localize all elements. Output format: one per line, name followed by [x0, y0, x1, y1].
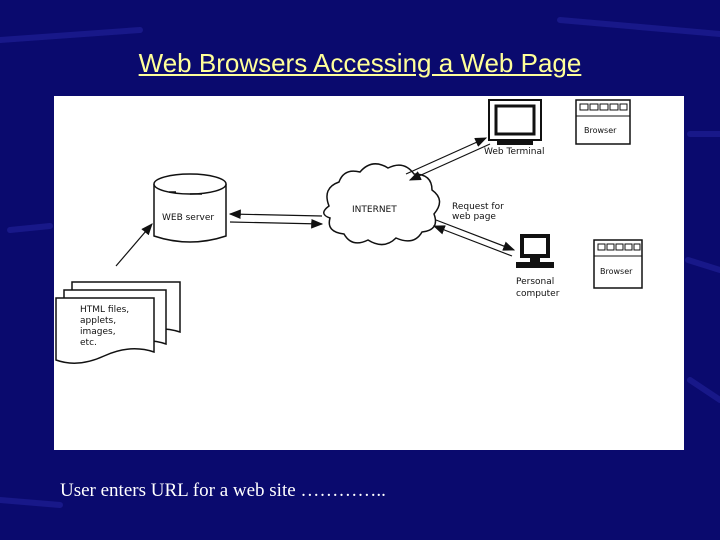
slide-caption: User enters URL for a web site …………..: [60, 480, 386, 501]
arrow-pc-to-internet: [432, 225, 513, 257]
pc-browser-window-icon: [593, 239, 643, 289]
terminal-browser-label: Browser: [584, 126, 617, 135]
network-diagram: WEB server INTERNET Web Terminal Browser: [55, 99, 643, 364]
terminal-browser-window-icon: [575, 99, 631, 145]
files-label-line2: applets,: [80, 316, 116, 326]
html-files-stack-icon: [55, 281, 181, 364]
pc-label-line1: Personal: [516, 277, 554, 287]
personal-computer-icon: [516, 234, 554, 268]
web-terminal-label: Web Terminal: [484, 147, 545, 157]
arrow-terminal-to-internet: [408, 143, 491, 181]
pc-browser-label: Browser: [600, 267, 633, 276]
internet-cloud-icon: [323, 163, 441, 246]
arrow-server-to-internet: [229, 218, 324, 229]
request-label-line2: web page: [452, 212, 496, 222]
pc-label-line2: computer: [516, 289, 560, 299]
internet-label: INTERNET: [352, 205, 397, 215]
arrow-internet-to-pc: [435, 219, 516, 251]
files-label-line4: etc.: [80, 338, 97, 348]
web-server-icon: [153, 173, 227, 243]
web-server-label: WEB server: [162, 213, 214, 223]
slide-title: Web Browsers Accessing a Web Page: [138, 48, 582, 78]
request-label-line1: Request for: [452, 202, 504, 212]
files-label-line1: HTML files,: [80, 305, 129, 315]
files-label-line3: images,: [80, 327, 116, 337]
arrow-internet-to-terminal: [405, 137, 488, 175]
web-terminal-icon: [488, 99, 542, 145]
diagram-panel: WEB server INTERNET Web Terminal Browser: [54, 96, 684, 450]
arrow-internet-to-server: [228, 209, 323, 220]
arrow-files-to-server: [115, 223, 153, 267]
